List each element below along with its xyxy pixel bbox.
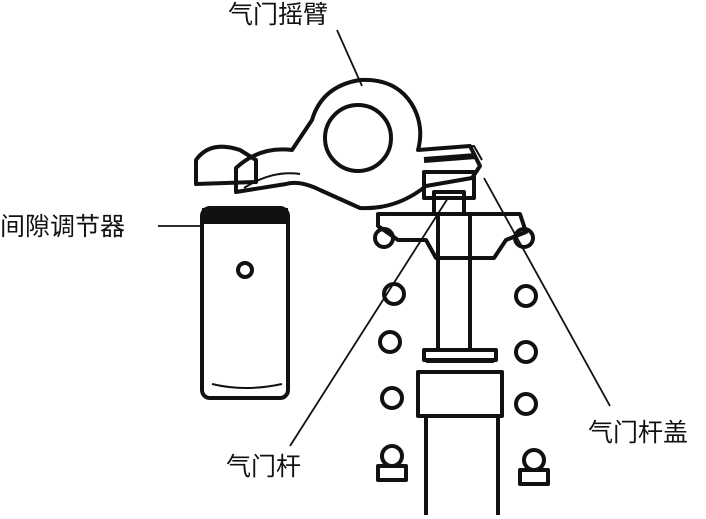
rocker-shaft xyxy=(323,103,393,173)
leader-rocker-arm xyxy=(336,29,363,87)
label-rocker-arm: 气门摇臂 xyxy=(228,0,329,29)
label-lash-adjuster: 间隙调节器 xyxy=(0,212,126,241)
lash-adjuster xyxy=(200,206,290,400)
leader-valve-stem xyxy=(289,197,449,447)
rocker-arm xyxy=(194,77,483,211)
valve-spring xyxy=(376,282,550,486)
adjuster-hole xyxy=(236,261,254,279)
leader-valve-stem-cap xyxy=(483,177,611,407)
spring-retainer xyxy=(373,212,535,260)
label-valve-stem: 气门杆 xyxy=(226,452,302,481)
valve-stem xyxy=(416,212,504,517)
leader-lines xyxy=(158,29,611,447)
label-valve-stem-cap: 气门杆盖 xyxy=(588,418,689,447)
